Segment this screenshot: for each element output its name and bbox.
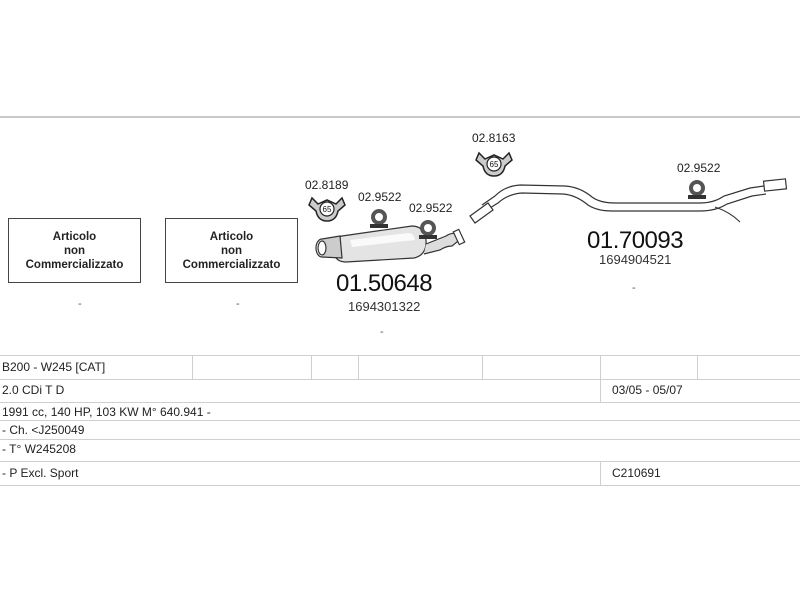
tail-pipe-drawing[interactable] <box>469 178 788 224</box>
table-border <box>0 420 800 421</box>
table-column-divider <box>600 356 601 402</box>
table-border <box>0 402 800 403</box>
vehicle-chassis: - Ch. <J250049 <box>2 423 85 437</box>
table-column-divider <box>192 356 193 379</box>
not-available-line3: Commercializzato <box>25 258 124 271</box>
rubber-mount-icon[interactable] <box>475 151 513 177</box>
separator-dot: - <box>78 298 82 310</box>
part-code-mount-b[interactable]: 02.8163 <box>472 131 516 145</box>
table-column-divider <box>600 462 601 485</box>
rubber-mount-icon[interactable] <box>308 196 346 222</box>
table-border <box>0 355 800 356</box>
not-available-box-1: Articolo non Commercializzato <box>8 218 141 283</box>
table-border <box>0 379 800 380</box>
not-available-box-2: Articolo non Commercializzato <box>165 218 298 283</box>
not-available-line2: non <box>220 244 243 257</box>
rear-muffler-drawing[interactable] <box>315 225 466 263</box>
separator-dot: - <box>380 326 384 338</box>
oe-number-tail-pipe: 1694904521 <box>599 252 672 267</box>
table-column-divider <box>311 356 312 379</box>
mount-size-label: 65 <box>323 205 332 214</box>
vehicle-type: - T° W245208 <box>2 442 76 456</box>
not-available-line1: Articolo <box>52 230 97 243</box>
part-code-clamp-b[interactable]: 02.9522 <box>409 201 453 215</box>
not-available-line3: Commercializzato <box>182 258 281 271</box>
clamp-icon[interactable] <box>370 209 388 228</box>
clamp-icon[interactable] <box>419 220 437 239</box>
part-code-clamp-a[interactable]: 02.9522 <box>358 190 402 204</box>
vehicle-model: B200 - W245 [CAT] <box>2 360 106 374</box>
oe-number-rear-muffler: 1694301322 <box>348 299 421 314</box>
vehicle-years: 03/05 - 05/07 <box>612 383 683 397</box>
table-column-divider <box>697 356 698 379</box>
not-available-line1: Articolo <box>209 230 254 243</box>
part-code-rear-muffler[interactable]: 01.50648 <box>336 270 433 297</box>
separator-dot: - <box>632 282 636 294</box>
table-column-divider <box>482 356 483 379</box>
not-available-line2: non <box>63 244 86 257</box>
vehicle-note: - P Excl. Sport <box>2 466 79 480</box>
mount-size-label: 65 <box>490 160 499 169</box>
table-border <box>0 461 800 462</box>
vehicle-engine: 2.0 CDi T D <box>2 383 65 397</box>
separator-dot: - <box>236 298 240 310</box>
part-code-tail-pipe[interactable]: 01.70093 <box>587 227 684 254</box>
table-border <box>0 439 800 440</box>
part-code-mount-a[interactable]: 02.8189 <box>305 178 349 192</box>
vehicle-specs: 1991 cc, 140 HP, 103 KW M° 640.941 - <box>2 405 211 419</box>
part-code-clamp-c[interactable]: 02.9522 <box>677 161 721 175</box>
top-divider <box>0 116 800 118</box>
catalog-code: C210691 <box>612 466 661 480</box>
table-border <box>0 485 800 486</box>
table-column-divider <box>358 356 359 379</box>
clamp-icon[interactable] <box>688 180 706 199</box>
